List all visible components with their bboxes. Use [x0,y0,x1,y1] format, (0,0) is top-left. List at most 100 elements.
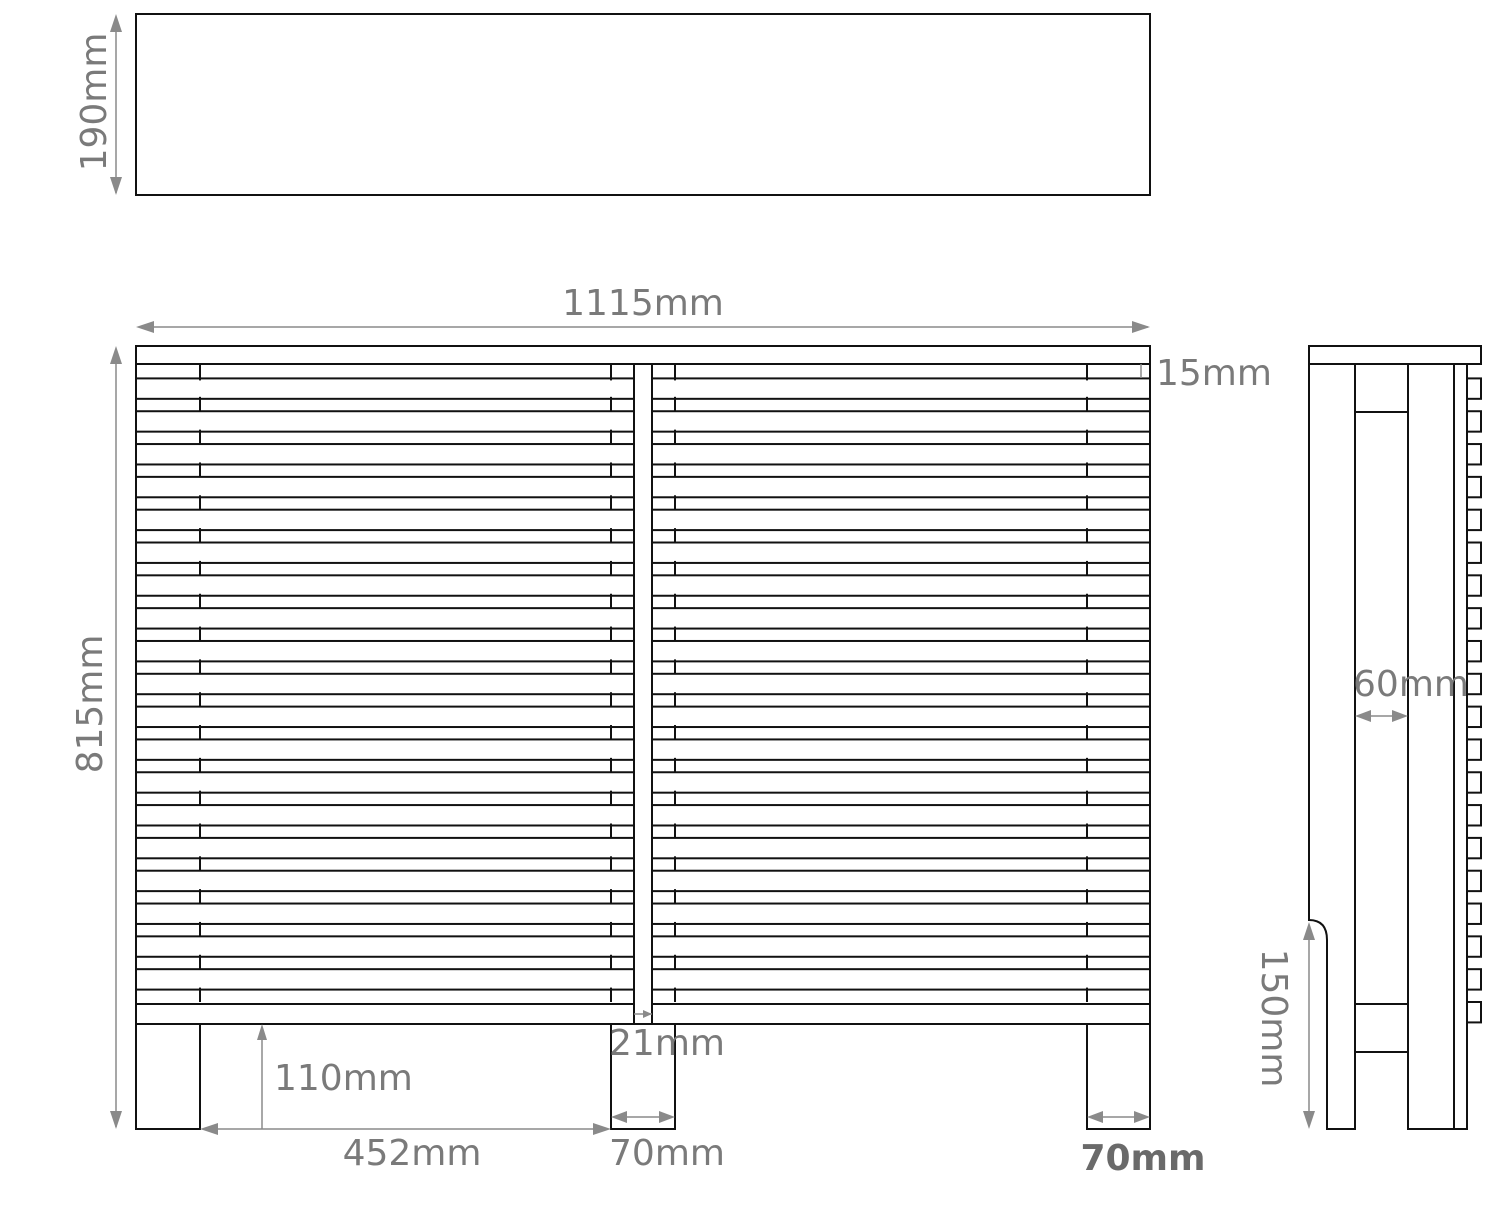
side-slat-end [1466,443,1482,466]
front-slat-left [135,869,635,893]
side-slat-end [1466,968,1482,991]
front-slat-right [651,672,1151,696]
side-slat-end [1466,541,1482,564]
center-gap-dimension: 21mm [609,1010,725,1064]
side-front-panel [1308,364,1356,1130]
arrowhead-up-icon [110,346,122,364]
front-slat-right [651,410,1151,433]
arrowhead-right-icon [1134,1111,1150,1123]
front-slat-right [651,935,1151,958]
front-slat-left [135,410,635,433]
front-slat-right [651,738,1151,761]
bottom-rail-left [135,1003,635,1025]
front-slat-left [135,902,635,925]
front-slat-right [651,771,1151,794]
arrowhead-left-icon [200,1123,218,1135]
side-slat-end [1466,607,1482,630]
side-rear-strip [1453,363,1468,1130]
bottom-rail-right [651,1003,1151,1025]
front-slat-left [135,738,635,761]
slat-thickness-label: 15mm [1156,353,1272,394]
side-foot-height-dimension: 150mm [1253,922,1315,1129]
side-slat-end [1466,672,1482,696]
arrowhead-up-icon [1303,922,1315,940]
leg-spacing-label: 452mm [343,1133,482,1174]
leg-spacing-dimension: 452mm [200,1123,611,1174]
side-slat-end [1466,869,1482,893]
front-slat-left [135,508,635,532]
top-depth-dimension: 190mm [74,14,122,195]
center-gap-label: 21mm [609,1023,725,1064]
arrowhead-left-icon [136,321,154,333]
front-slat-right [651,902,1151,925]
top-depth-label: 190mm [74,33,115,172]
arrowhead-right-icon [593,1123,611,1135]
arrowhead-up-icon [110,14,122,32]
side-slat-end [1466,410,1482,433]
end-leg-width-label: 70mm [1080,1138,1205,1179]
front-slat-right [651,377,1151,400]
arrowhead-right-icon [1392,710,1408,722]
side-slat-end [1466,639,1482,663]
front-slat-right [651,836,1151,860]
plinth-height-dimension: 110mm [257,1024,413,1129]
front-slat-left [135,475,635,499]
front-slat-left [135,443,635,466]
side-slat-end [1466,1001,1482,1024]
front-slat-right [651,705,1151,729]
center-leg-width-dimension: 70mm [609,1111,725,1174]
arrowhead-down-icon [110,1111,122,1129]
front-slat-left [135,836,635,860]
leg-center [610,1023,676,1130]
side-top-board [1308,345,1482,365]
front-slat-left [135,574,635,597]
side-slat-end [1466,804,1482,827]
overall-width-dimension: 1115mm [136,283,1150,333]
slat-thickness-dimension: 15mm [1140,353,1272,394]
arrowhead-left-icon [611,1111,627,1123]
side-slat-end [1466,771,1482,794]
front-slat-left [135,639,635,663]
front-slat-right [651,541,1151,564]
arrowhead-up-icon [257,1024,267,1040]
front-slat-left [135,968,635,991]
side-slat-end [1466,705,1482,729]
arrowhead-down-icon [110,177,122,195]
arrowhead-left-icon [1355,710,1371,722]
leg-right [1086,1023,1151,1130]
front-slat-left [135,541,635,564]
front-slat-left [135,607,635,630]
arrowhead-right-icon [659,1111,675,1123]
front-slat-left [135,672,635,696]
arrowhead-down-icon [1303,1111,1315,1129]
plinth-height-label: 110mm [274,1058,413,1099]
side-slat-end [1466,574,1482,597]
side-slat-ends-group [1466,377,1482,1024]
side-inner-depth-dimension: 60mm [1353,664,1469,722]
overall-height-label: 815mm [70,635,111,774]
side-upper-rail [1354,363,1409,413]
front-slat-left [135,804,635,827]
front-slat-right [651,968,1151,991]
top-view [135,13,1151,196]
front-slat-right [651,639,1151,663]
side-slat-end [1466,738,1482,761]
end-leg-width-dimension: 70mm [1080,1111,1206,1179]
front-slat-right [651,443,1151,466]
side-slat-end [1466,475,1482,499]
top-view-outline [135,13,1151,196]
center-leg-width-label: 70mm [609,1133,725,1174]
side-rear-post [1407,363,1455,1130]
side-slat-end [1466,508,1482,532]
front-slat-left [135,935,635,958]
arrowhead-right-icon [1132,321,1150,333]
leg-left [135,1023,201,1130]
side-inner-depth-label: 60mm [1353,664,1469,705]
arrowhead-right-icon [643,1010,652,1018]
front-slats-group [135,363,1151,1005]
front-slat-left [135,771,635,794]
side-foot-height-label: 150mm [1253,949,1294,1088]
side-slat-end [1466,377,1482,400]
side-view [1308,345,1482,1130]
